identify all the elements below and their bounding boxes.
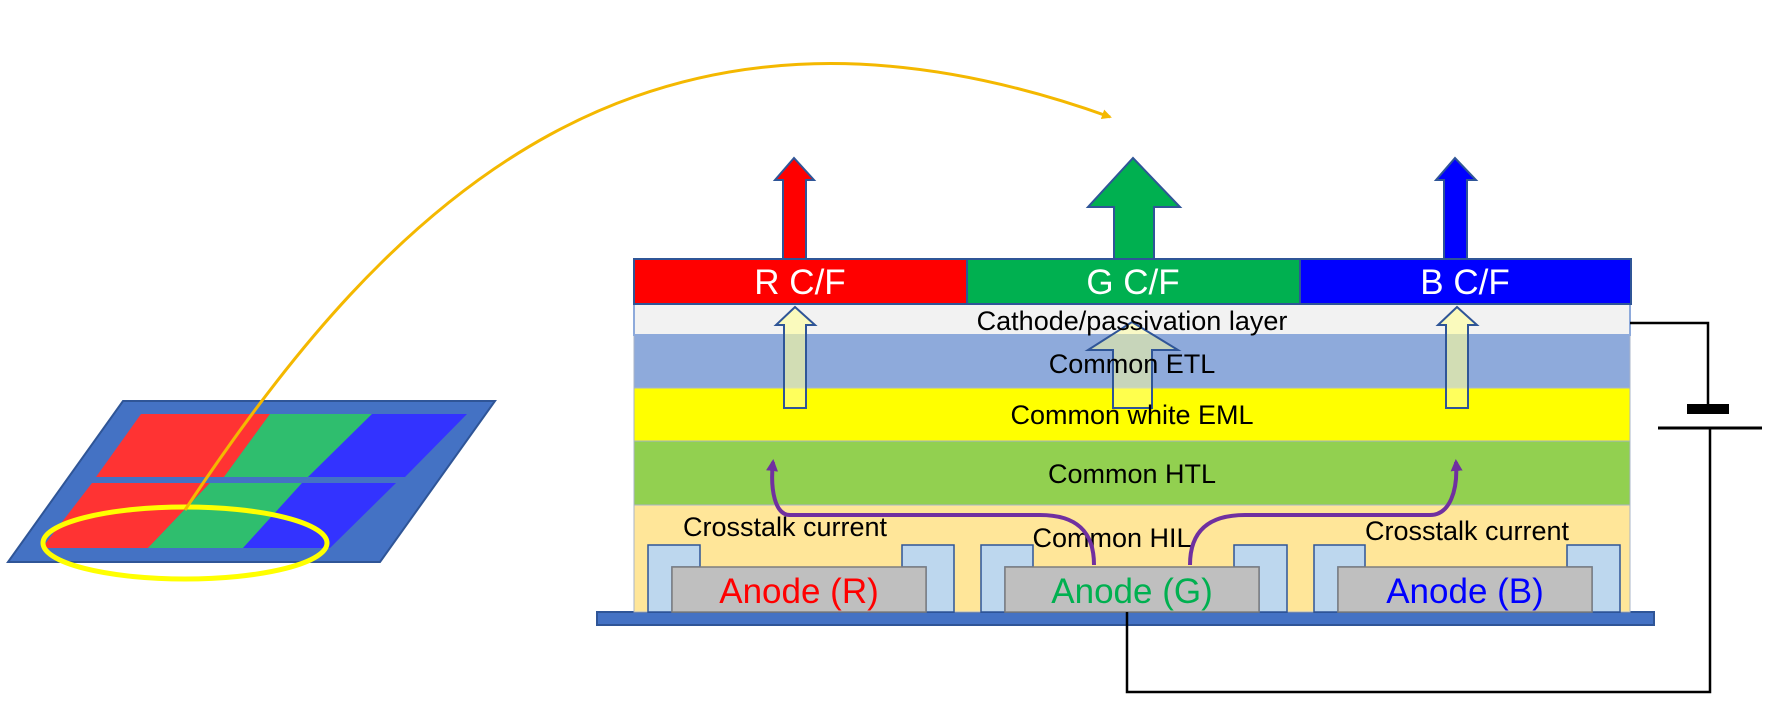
output-light-arrows [772,156,1479,260]
pixel-red-bottom [42,483,210,548]
output-arrow-red [772,156,817,260]
internal-light-arrows [773,305,1480,409]
internal-arrow-right [1435,305,1480,409]
output-arrow-green [1085,156,1183,260]
hil-label: Common HIL [1032,523,1191,553]
htl-layer [633,440,1631,506]
filter-green-label: G C/F [1086,263,1179,302]
output-arrow-blue [1433,156,1479,260]
etl-label: Common ETL [1049,349,1216,379]
internal-arrow-left [773,305,818,409]
leader-arrow [183,62,1112,511]
htl-label: Common HTL [1048,459,1216,489]
pixel-blue-top [308,414,467,477]
internal-arrow-center [1084,320,1182,409]
anode-r-label: Anode (R) [719,572,879,611]
filter-blue-label: B C/F [1420,263,1509,302]
filter-red-label: R C/F [754,263,845,302]
circuit-wire-top [1630,321,1710,408]
anodes: Anode (R) Anode (G) Anode (B) [671,566,1593,613]
pixel-red-top [96,414,270,477]
pixel-green-bottom [148,483,302,548]
anode-b-label: Anode (B) [1386,572,1544,611]
battery-negative-plate [1687,404,1729,414]
eml-label: Common white EML [1010,400,1253,430]
substrate [596,611,1655,626]
display-panel [6,400,497,582]
crosstalk-label-right: Crosstalk current [1365,516,1570,546]
pixel-highlight-ellipse [40,504,330,582]
crosstalk-arrow-left [766,459,1096,566]
anode-b-pad [1337,566,1593,613]
bank-structures [647,544,1621,613]
crosstalk-arrow-right [1188,459,1463,566]
cathode-label: Cathode/passivation layer [977,306,1288,336]
circuit-wire-bottom [1125,428,1712,694]
anode-r-pad [671,566,927,613]
driving-circuit [1125,321,1762,694]
anode-g-label: Anode (G) [1051,572,1212,611]
filter-red [633,258,968,305]
anode-g-pad [1004,566,1260,613]
pixel-blue-bottom [243,483,396,548]
pixel-green-top [224,414,372,477]
